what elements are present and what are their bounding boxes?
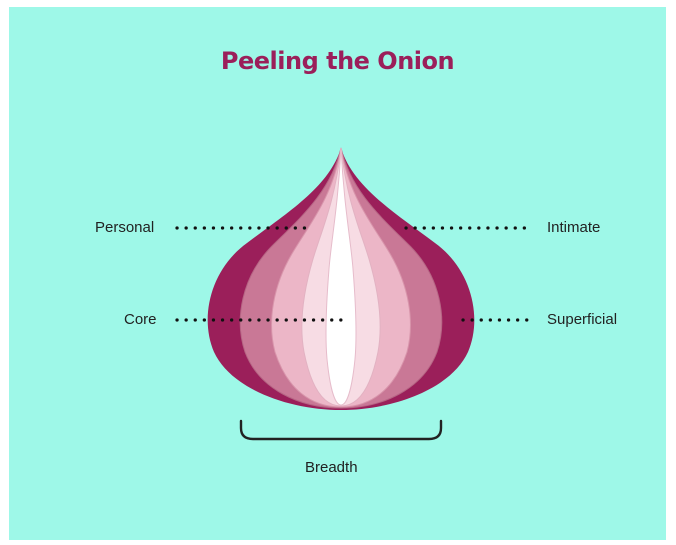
- diagram-background: Peeling the Onion Personal Intimate Core…: [9, 7, 666, 540]
- breadth-bracket: [241, 421, 441, 439]
- label-superficial: Superficial: [547, 311, 617, 328]
- label-breadth: Breadth: [305, 459, 358, 476]
- label-personal: Personal: [95, 219, 154, 236]
- label-core: Core: [124, 311, 157, 328]
- label-intimate: Intimate: [547, 219, 600, 236]
